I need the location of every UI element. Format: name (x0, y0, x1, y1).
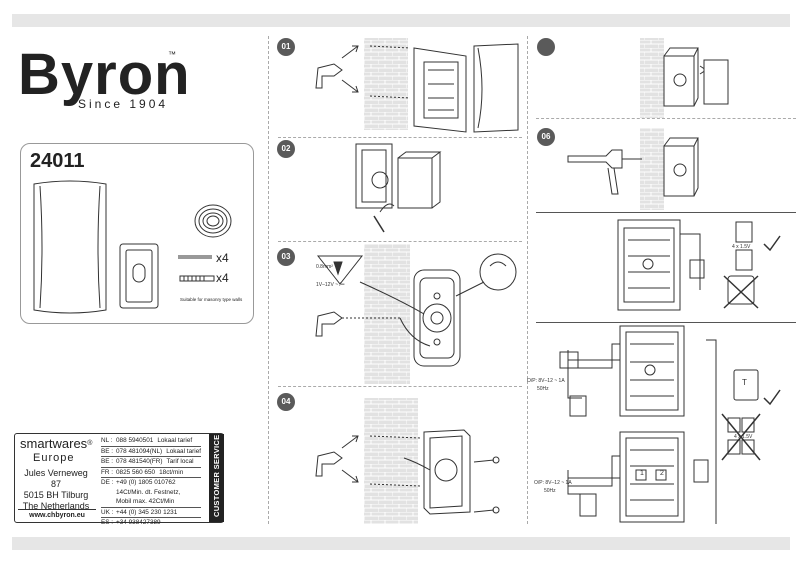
bottom-bar (12, 537, 790, 550)
phone-row: BE :078 481094(NL)Lokaal tarief (101, 447, 202, 457)
phone-row: Mobil max. 42Ct/Min (101, 497, 202, 508)
step-02-badge: 02 (277, 140, 295, 158)
product-box (20, 143, 254, 324)
step-divider (278, 386, 522, 387)
trademark-symbol: ™ (168, 50, 176, 59)
website-link[interactable]: www.chbyron.eu (18, 509, 96, 519)
transformer-freq-top: 50Hz (537, 386, 549, 392)
transformer-diagram-top (559, 325, 781, 524)
battery-spec-2: 4 x 1.5V (734, 434, 753, 440)
address-line: Jules Verneweg 87 (24, 468, 88, 489)
section-line (536, 212, 796, 213)
screws-quantity: x4 (216, 251, 229, 265)
cable-spec: 0.8mm² (316, 264, 333, 270)
battery-spec: 4 x 1.5V (732, 244, 751, 250)
step-05-diagram (640, 38, 729, 118)
column-divider (527, 36, 528, 524)
plugs-quantity: x4 (216, 271, 229, 285)
address: Jules Verneweg 87 5015 BH Tilburg The Ne… (18, 468, 94, 512)
step-divider (278, 241, 522, 242)
phone-row: DE :+49 (0) 1805 010762 (101, 479, 176, 486)
address-line: 5015 BH Tilburg (23, 490, 89, 500)
phone-row: ES :+34 938427389 (101, 519, 161, 526)
voltage-spec: 1V–12V ~ /═ (316, 282, 345, 288)
phone-row: UK :+44 (0) 345 230 1231 (101, 508, 202, 518)
address-line: The Netherlands (22, 501, 90, 511)
section-line (536, 322, 796, 323)
step-01-diagram (315, 38, 519, 133)
terminal-2-label: 2 (660, 470, 664, 477)
step-06-diagram (567, 128, 699, 210)
step-03-badge: 03 (277, 248, 295, 266)
top-bar (12, 14, 790, 27)
step-04-diagram (315, 398, 500, 524)
masonry-note: Suitable for masonry type walls (180, 297, 243, 302)
step-02-diagram (355, 143, 442, 233)
phone-row: BE :078 481540(FR)Tarif local (101, 457, 202, 468)
region-label: Europe (33, 452, 75, 464)
customer-service-tab: CUSTOMER SERVICE (209, 434, 224, 522)
smartwares-brand: smartwares® (20, 436, 93, 451)
transformer-t-label: T (742, 378, 747, 387)
step-04-badge: 04 (277, 393, 295, 411)
step-06-badge: 06 (537, 128, 555, 146)
step-03-diagram (315, 244, 517, 384)
step-05-badge (537, 38, 555, 56)
since-text: Since 1904 (78, 97, 169, 111)
step-divider (536, 118, 796, 119)
step-01-badge: 01 (277, 38, 295, 56)
phone-row: 14Ct/Min. dt. Festnetz, (116, 488, 181, 496)
transformer-output-bottom: O/P: 8V–12 ~ 1A (534, 480, 572, 486)
customer-service-box (14, 433, 224, 523)
terminal-1-label: 1 (640, 470, 644, 477)
column-divider (268, 36, 269, 524)
transformer-output-top: O/P: 8V–12 ~ 1A (527, 378, 565, 384)
byron-logo: Byron (18, 42, 191, 107)
battery-diagram (617, 219, 781, 311)
step-divider (278, 137, 522, 138)
transformer-diagram-bottom (567, 431, 709, 523)
model-number: 24011 (30, 150, 85, 172)
transformer-freq-bottom: 50Hz (544, 488, 556, 494)
